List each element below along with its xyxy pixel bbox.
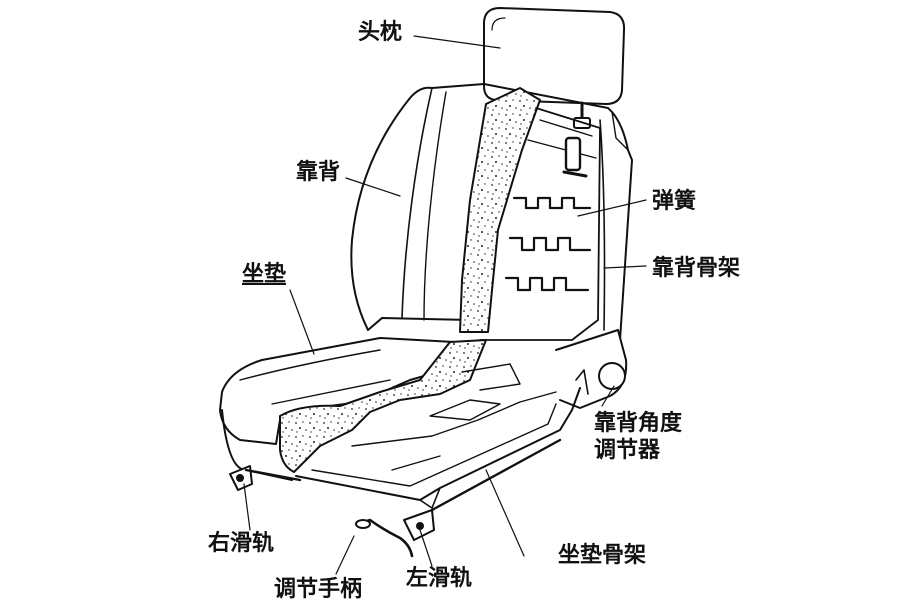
recliner-shape: [555, 329, 628, 409]
adjust-handle-shape: [355, 518, 414, 558]
spring-1: [512, 196, 592, 210]
label-left-rail: 左滑轨: [406, 566, 473, 591]
label-cushion-frame: 坐垫骨架: [558, 543, 647, 568]
label-recliner-line2: 调节器: [594, 438, 661, 463]
label-headrest: 头枕: [358, 20, 403, 45]
label-right-rail: 右滑轨: [208, 531, 275, 556]
backrest-frame-shape: [479, 107, 601, 341]
backrest-foam: [459, 87, 541, 333]
label-adjust-handle: 调节手柄: [274, 577, 363, 602]
spring-2: [508, 236, 592, 252]
spring-3: [504, 276, 590, 292]
cushion-foam: [279, 339, 487, 473]
cushion-shape: [219, 337, 455, 481]
headrest-shape: [483, 7, 626, 129]
right-rail-shape: [229, 465, 302, 491]
cushion-frame-shape: [295, 363, 581, 509]
label-cushion: 坐垫: [242, 262, 287, 287]
label-backrest: 靠背: [296, 160, 341, 185]
left-rail-shape: [403, 438, 562, 541]
label-backrest-frame: 靠背骨架: [652, 256, 741, 281]
label-spring: 弹簧: [652, 189, 697, 214]
backrest-shape: [350, 83, 633, 351]
label-recliner-line1: 靠背角度: [594, 411, 683, 436]
leader-lines: [243, 35, 647, 575]
